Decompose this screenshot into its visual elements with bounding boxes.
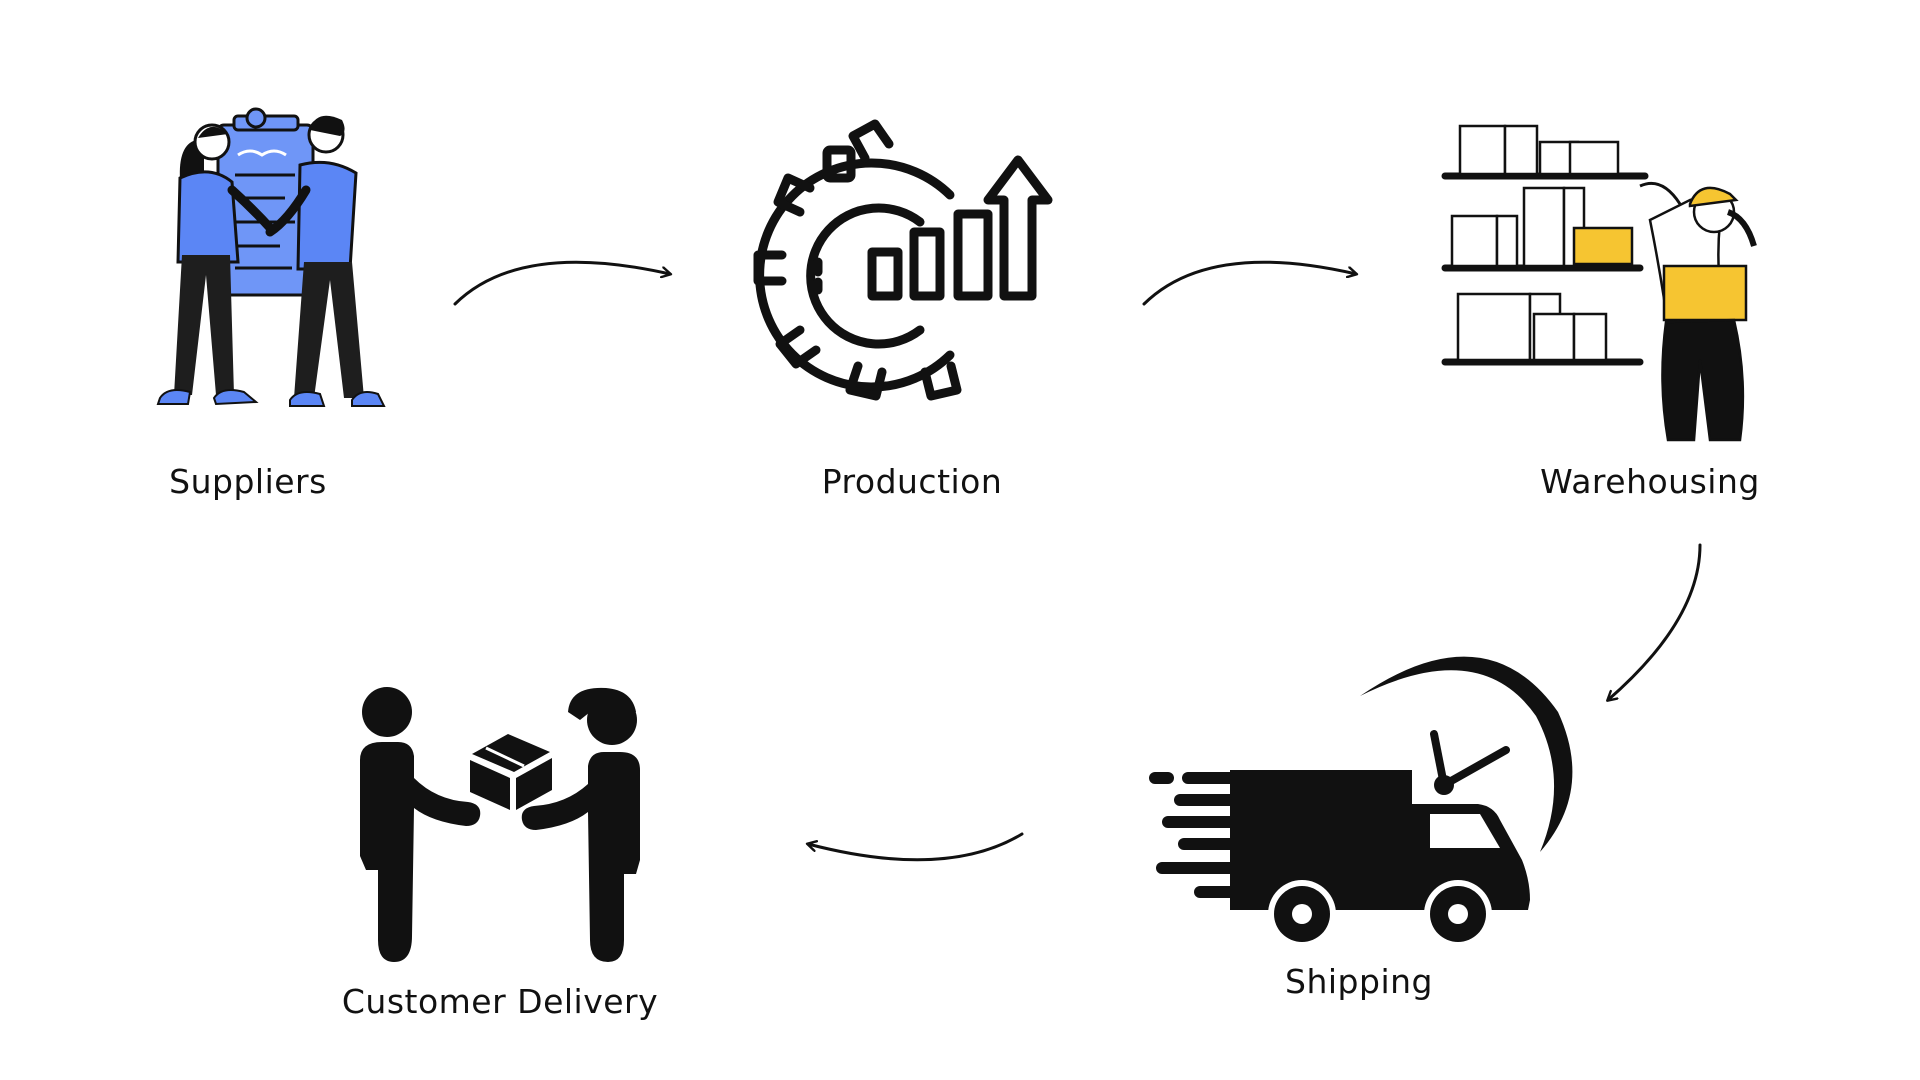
handshake-people-icon [156, 107, 386, 407]
stage-label-warehousing: Warehousing [1540, 462, 1760, 501]
stage-label-shipping: Shipping [1285, 962, 1433, 1001]
delivery-truck-icon [1149, 656, 1573, 948]
stage-label-customer-delivery: Customer Delivery [341, 982, 659, 1021]
arrow-shipping-to-customer [808, 832, 1024, 862]
arrow-warehousing-to-shipping [1608, 543, 1702, 700]
package-handoff-icon [360, 687, 640, 962]
warehouse-worker-icon [1441, 124, 1757, 442]
stage-label-suppliers: Suppliers [169, 462, 327, 501]
arrow-production-to-warehousing [1142, 260, 1356, 306]
arrow-suppliers-to-production [453, 260, 670, 306]
gear-chart-icon [753, 119, 1053, 401]
stage-label-production: Production [821, 462, 1003, 501]
